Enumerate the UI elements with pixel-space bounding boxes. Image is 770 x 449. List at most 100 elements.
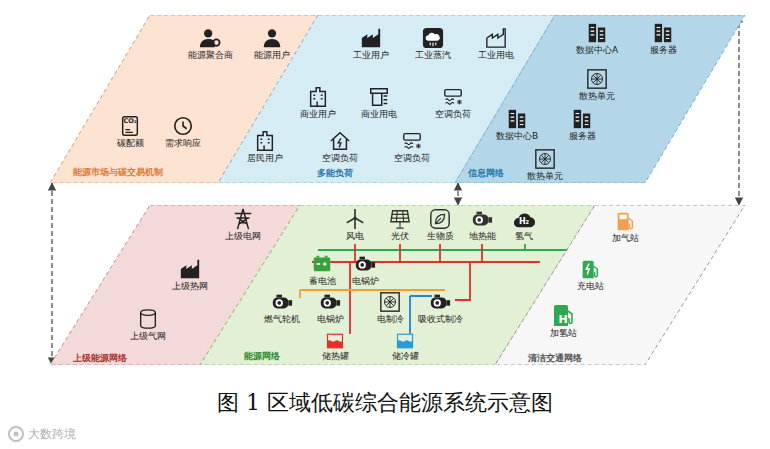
device-icon <box>471 208 493 230</box>
dashed-connector <box>457 183 458 205</box>
device-icon-node: 数据中心B <box>496 108 538 141</box>
device-icon <box>429 208 451 230</box>
device-icon-node: 生物质 <box>427 208 454 241</box>
device-label: 电锅炉 <box>317 314 344 324</box>
device-icon-node: 储冷罐 <box>392 332 419 361</box>
watermark-logo <box>6 424 26 444</box>
device-icon-node: 能源聚合商 <box>188 27 233 60</box>
device-label: 空调负荷 <box>322 153 358 163</box>
device-icon <box>401 130 423 152</box>
device-icon <box>579 258 601 280</box>
device-icon <box>586 68 608 90</box>
device-label: 燃气轮机 <box>264 314 300 324</box>
network-region: 信息网络数据中心A服务器散热单元数据中心B服务器散热单元 <box>455 15 745 183</box>
device-icon <box>429 291 451 313</box>
device-icon-node: 居民用户 <box>247 130 283 163</box>
region-title: 多能负荷 <box>317 168 353 178</box>
device-icon-node: 上级气网 <box>130 308 166 341</box>
device-icon-node: 电制冷 <box>377 291 404 324</box>
device-icon <box>199 27 221 49</box>
device-label: 光伏 <box>391 231 409 241</box>
device-icon <box>422 27 444 49</box>
device-label: 工业用户 <box>353 50 389 60</box>
device-label: 服务器 <box>569 131 596 141</box>
device-icon <box>442 86 464 108</box>
device-icon <box>307 86 329 108</box>
device-icon <box>368 86 390 108</box>
network-region: 清洁交通网络加气站充电站加氢站 <box>495 205 745 365</box>
region-title: 能源市场与碳交易机制 <box>73 167 163 177</box>
device-icon <box>534 148 556 170</box>
device-label: 储冷罐 <box>392 351 419 361</box>
device-label: 散热单元 <box>527 171 563 181</box>
device-icon-node: 需求响应 <box>165 115 201 148</box>
device-icon-node: 地热能 <box>469 208 496 241</box>
device-icon-node: 电锅炉 <box>317 291 344 324</box>
device-label: 商业用户 <box>300 109 336 119</box>
device-icon-node: 服务器 <box>569 108 596 141</box>
device-icon-node: 数据中心A <box>576 22 618 55</box>
device-icon-node: 商业用户 <box>300 86 336 119</box>
device-label: 工业蒸汽 <box>415 50 451 60</box>
device-label: 数据中心B <box>496 131 538 141</box>
region-title: 上级能源网络 <box>73 353 127 363</box>
device-icon-node: 空调负荷 <box>322 130 358 163</box>
device-label: 地热能 <box>469 231 496 241</box>
device-icon <box>571 108 593 130</box>
device-icon <box>389 208 411 230</box>
device-icon <box>379 291 401 313</box>
device-label: 能源聚合商 <box>188 50 233 60</box>
device-label: 服务器 <box>650 45 677 55</box>
device-label: 风电 <box>346 231 364 241</box>
region-title: 清洁交通网络 <box>528 353 582 363</box>
device-icon <box>319 291 341 313</box>
device-icon <box>179 258 201 280</box>
device-icon-node: 工业蒸汽 <box>415 27 451 60</box>
region-title: 能源网络 <box>244 351 280 361</box>
device-icon <box>261 27 283 49</box>
device-label: 商业用电 <box>361 109 397 119</box>
device-label: 上级热网 <box>172 281 208 291</box>
device-icon <box>652 22 674 44</box>
dashed-connector <box>51 183 52 365</box>
device-icon-node: 服务器 <box>650 22 677 55</box>
region-title: 信息网络 <box>468 168 504 178</box>
device-icon-node: 商业用电 <box>361 86 397 119</box>
device-icon <box>254 130 276 152</box>
device-icon <box>614 210 636 232</box>
watermark: 大数跨境 <box>28 428 76 440</box>
device-icon <box>329 130 351 152</box>
device-icon-node: 燃气轮机 <box>264 291 300 324</box>
device-icon <box>232 208 254 230</box>
device-label: 吸收式制冷 <box>418 314 463 324</box>
device-label: 数据中心A <box>576 45 618 55</box>
device-icon <box>271 291 293 313</box>
device-label: 加气站 <box>612 233 639 243</box>
device-label: 空调负荷 <box>435 109 471 119</box>
icon-text: H₂ <box>519 218 529 226</box>
device-icon-node: 光伏 <box>389 208 411 241</box>
device-icon-node: 吸收式制冷 <box>418 291 463 324</box>
device-icon-node: 电锅炉 <box>352 253 379 286</box>
device-icon-node: 储热罐 <box>322 332 349 361</box>
device-icon-node: 充电站 <box>577 258 604 291</box>
device-label: 能源用户 <box>254 50 290 60</box>
device-icon-node: 上级热网 <box>172 258 208 291</box>
device-label: 电锅炉 <box>352 276 379 286</box>
device-label: 充电站 <box>577 281 604 291</box>
device-icon-node: 上级电网 <box>225 208 261 241</box>
device-label: 上级电网 <box>225 231 261 241</box>
device-icon-node: 散热单元 <box>579 68 615 101</box>
device-icon-node: 工业用户 <box>353 27 389 60</box>
device-label: 储热罐 <box>322 351 349 361</box>
device-label: 散热单元 <box>579 91 615 101</box>
device-icon <box>311 253 333 275</box>
device-label: 氢气 <box>515 231 533 241</box>
device-icon-node: 蓄电池 <box>309 253 336 286</box>
device-icon-node: 散热单元 <box>527 148 563 181</box>
device-icon <box>396 332 414 350</box>
icon-text: CO₂ <box>123 118 136 125</box>
device-icon <box>586 22 608 44</box>
icon-text: H <box>558 314 567 325</box>
